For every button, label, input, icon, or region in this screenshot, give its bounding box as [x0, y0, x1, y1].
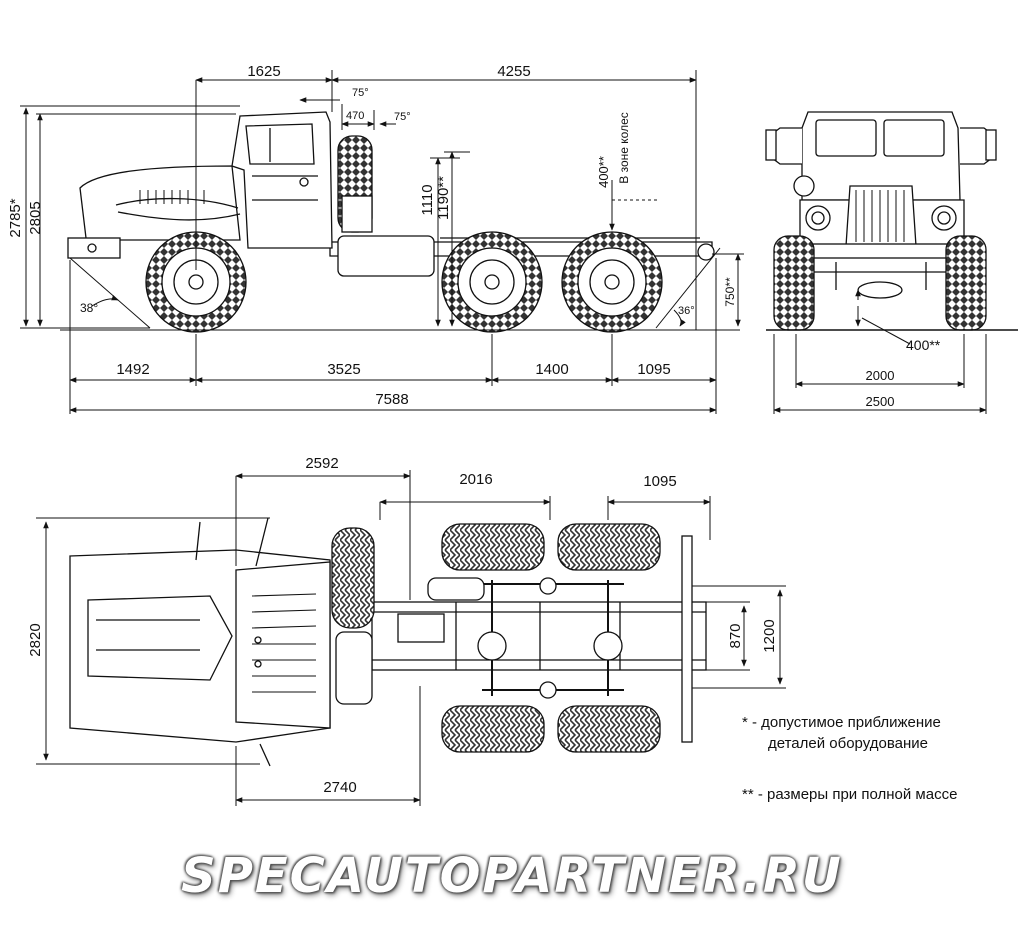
top-wheel-rl — [441, 705, 545, 753]
dim-1190: 1190** — [435, 176, 452, 220]
dim-2016: 2016 — [459, 471, 492, 488]
dim-2000: 2000 — [866, 368, 895, 383]
dim-75-right: 75° — [394, 111, 411, 123]
top-wheel-rr — [557, 705, 661, 753]
dim-75-top: 75° — [352, 87, 369, 99]
dim-1095-top: 1095 — [643, 473, 676, 490]
legend-note1-line1: * - допустимое приближение — [742, 714, 941, 731]
legend-note1-line2: деталей оборудование — [768, 735, 928, 752]
top-spare-wheel — [331, 527, 375, 629]
watermark: SPECAUTOPARTNER.RU — [181, 848, 843, 904]
dim-1200: 1200 — [761, 619, 778, 652]
dim-400-clearance: 400** — [906, 337, 941, 353]
front-bumper — [67, 237, 121, 259]
label-wheel-zone: В зоне колес — [617, 112, 631, 183]
left-headlight — [805, 205, 831, 231]
fuel-tank — [337, 235, 435, 277]
dim-2500: 2500 — [866, 394, 895, 409]
dim-3525: 3525 — [327, 361, 360, 378]
side-wheels — [145, 231, 663, 333]
top-view — [69, 517, 707, 767]
side-view — [60, 111, 740, 333]
legend-note2-text: ** - размеры при полной массе — [742, 786, 958, 803]
legend-note2: ** - размеры при полной массе — [742, 784, 957, 805]
top-wheel-fl — [441, 523, 545, 571]
legend: * - допустимое приближение деталей обору… — [742, 712, 941, 754]
angle-38: 38° — [80, 301, 98, 315]
dim-750: 750** — [723, 277, 737, 307]
front-left-wheel — [773, 235, 815, 331]
top-view-labels: 2592 2016 1095 2820 870 1200 2740 — [27, 455, 778, 796]
dim-870: 870 — [727, 623, 744, 648]
front-view-dimensions — [773, 289, 987, 414]
middle-wheel — [441, 231, 543, 333]
top-view-dimensions — [36, 470, 786, 806]
dim-1625: 1625 — [247, 63, 280, 80]
angle-36: 36° — [678, 305, 695, 317]
front-right-wheel — [945, 235, 987, 331]
dim-2592: 2592 — [305, 455, 338, 472]
top-wheel-fr — [557, 523, 661, 571]
rear-tow-hook — [697, 243, 715, 261]
side-view-dimensions — [20, 70, 744, 414]
hood — [79, 165, 241, 241]
dim-1400: 1400 — [535, 361, 568, 378]
dim-1095-bottom: 1095 — [637, 361, 670, 378]
front-view-labels: 400** 2000 2500 — [866, 337, 941, 409]
dim-2805: 2805 — [27, 201, 44, 234]
dim-1492: 1492 — [116, 361, 149, 378]
dim-2785: 2785* — [7, 198, 24, 237]
dim-2820: 2820 — [27, 623, 44, 656]
dim-2740: 2740 — [323, 779, 356, 796]
front-view — [765, 111, 1018, 331]
dim-470: 470 — [346, 110, 364, 122]
side-view-labels: 1625 4255 75° 470 75° 2785* 2805 1110 11… — [7, 63, 737, 408]
dim-4255: 4255 — [497, 63, 530, 80]
dim-400-wheel-zone: 400** — [596, 156, 611, 188]
dim-7588: 7588 — [375, 391, 408, 408]
front-view-bumper — [791, 243, 973, 259]
front-wheel — [145, 231, 247, 333]
dim-1110: 1110 — [419, 184, 436, 215]
top-rear-crossbar — [681, 535, 693, 743]
rear-wheel — [561, 231, 663, 333]
right-headlight — [931, 205, 957, 231]
top-cab — [235, 561, 331, 729]
